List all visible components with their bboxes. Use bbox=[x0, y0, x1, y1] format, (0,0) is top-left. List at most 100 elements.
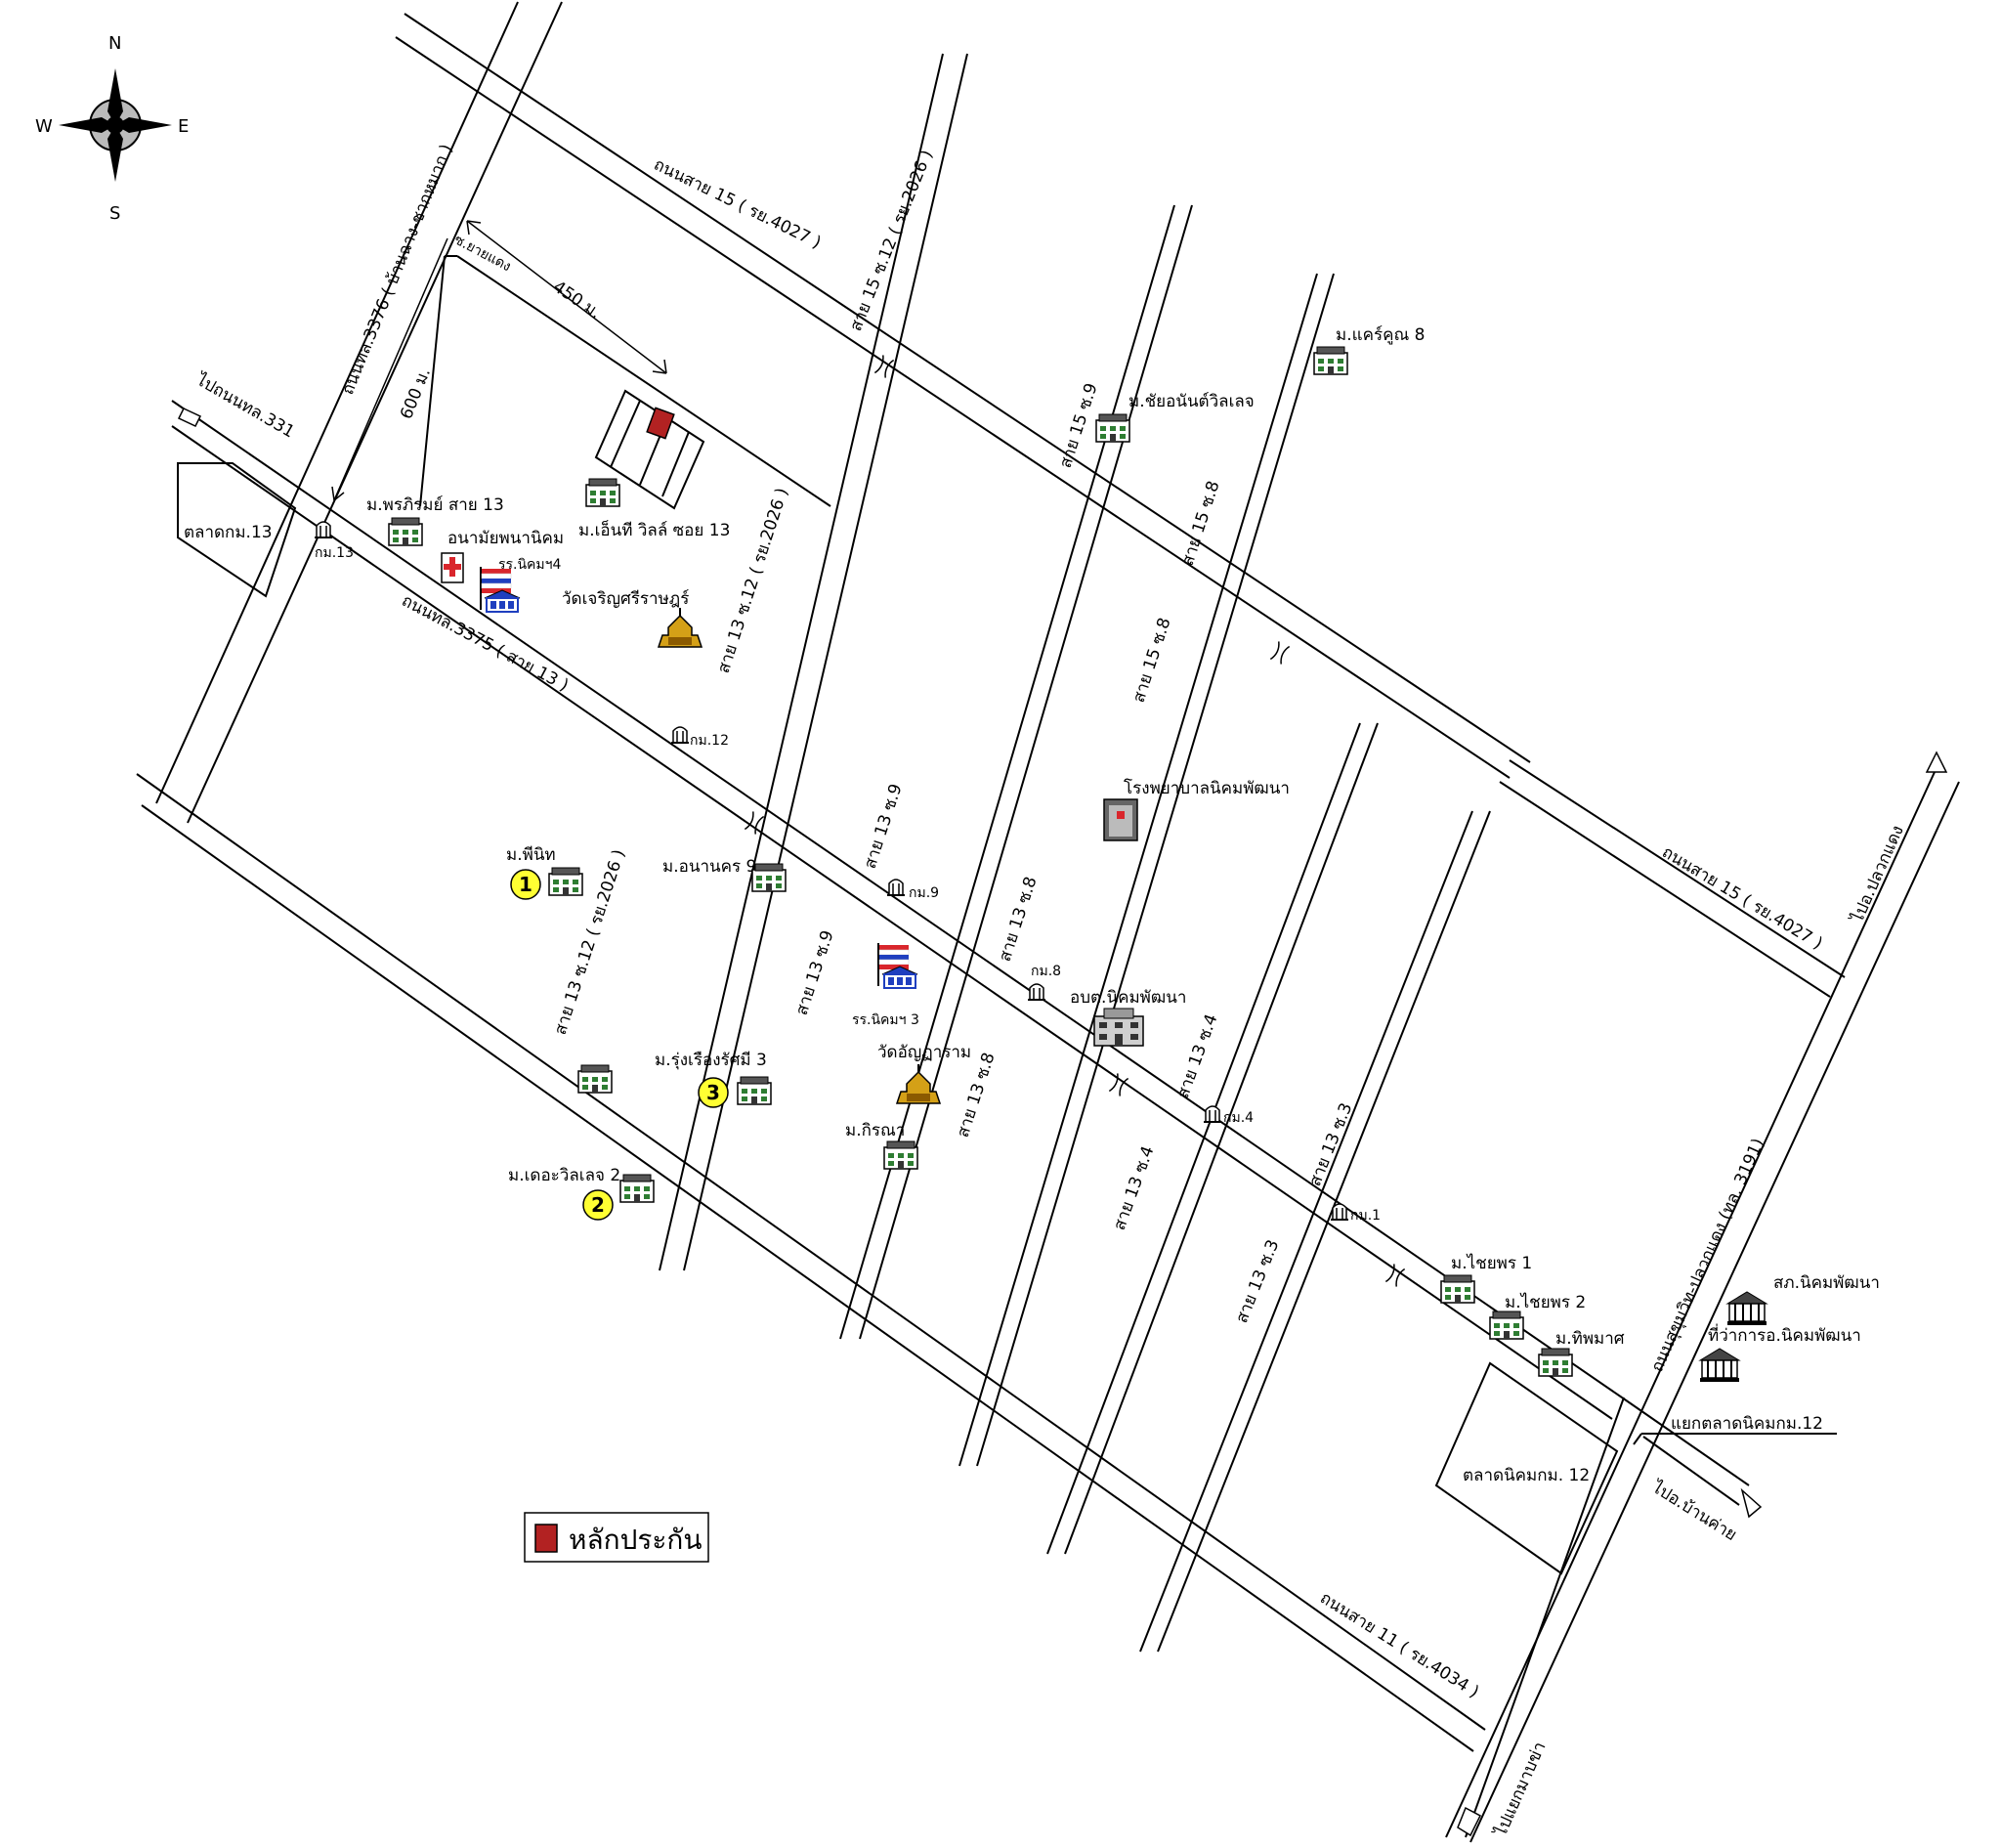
road-15-right-label: ถนนสาย 15 ( รย.4027 ) bbox=[1658, 842, 1825, 954]
badge-1-number: 1 bbox=[519, 873, 532, 896]
compass-s: S bbox=[109, 203, 120, 224]
road-13s9a-label: สาย 13 ซ.9 bbox=[861, 782, 907, 872]
temple-icon bbox=[896, 1063, 941, 1104]
arrow-to-maptaphut-icon bbox=[1457, 1806, 1481, 1837]
road-13s4b-label: สาย 13 ซ.4 bbox=[1110, 1143, 1159, 1233]
soi-yaiyaeng-label: ซ.ยายแดง bbox=[451, 232, 513, 275]
village-icon bbox=[388, 517, 423, 546]
office-icon bbox=[1093, 1008, 1144, 1047]
to-maptaphut-label: ไปแยกมาบข่า bbox=[1490, 1739, 1551, 1841]
school4-label: รร.นิคมฯ4 bbox=[498, 557, 562, 573]
chaiyaporn1-label: ม.ไชยพร 1 bbox=[1451, 1253, 1532, 1273]
compass-n: N bbox=[108, 33, 121, 54]
km-post-icon bbox=[1027, 983, 1046, 1001]
carecoon-label: ม.แคร์คูณ 8 bbox=[1336, 325, 1425, 345]
badge-1: 1 bbox=[510, 869, 541, 900]
village-icon bbox=[577, 1064, 613, 1094]
chaiyanan-label: ม.ชัยอนันต์วิลเลจ bbox=[1128, 392, 1255, 411]
dimension-450: 450 ม. bbox=[466, 220, 667, 374]
arrow-to-bankhai-icon bbox=[1740, 1487, 1763, 1519]
village-icon bbox=[737, 1076, 772, 1105]
market-12-label: ตลาดนิคมกม. 12 bbox=[1463, 1466, 1590, 1485]
badge-3-number: 3 bbox=[706, 1081, 720, 1104]
to-bankhai-label: ไปอ.บ้านค่าย bbox=[1647, 1476, 1741, 1545]
kirana-label: ม.กิรณา bbox=[845, 1121, 905, 1140]
road-15-top-label: ถนนสาย 15 ( รย.4027 ) bbox=[651, 155, 824, 253]
village-icon bbox=[619, 1174, 655, 1203]
badge-3: 3 bbox=[698, 1077, 729, 1108]
district-office-label: ที่ว่าการอ.นิคมพัฒนา bbox=[1708, 1323, 1861, 1346]
compass-e: E bbox=[178, 116, 189, 137]
junction-12-label: แยกตลาดนิคมกม.12 bbox=[1671, 1414, 1823, 1434]
road-13s8a-label: สาย 13 ซ.8 bbox=[996, 875, 1042, 965]
thevillage2-label: ม.เดอะวิลเลจ 2 bbox=[508, 1166, 620, 1185]
km-post-icon bbox=[314, 521, 333, 538]
km9-label: กม.9 bbox=[909, 885, 939, 901]
road-13s9b-label: สาย 13 ซ.9 bbox=[792, 928, 838, 1018]
anankorn-label: ม.อนานคร 9 bbox=[662, 857, 756, 877]
village-icon bbox=[585, 478, 620, 507]
road-13s8b-label: สาย 13 ซ.8 bbox=[954, 1051, 1000, 1140]
police-label: สภ.นิคมพัฒนา bbox=[1773, 1273, 1880, 1293]
pornpirom-label: ม.พรภิรมย์ สาย 13 bbox=[366, 495, 504, 515]
collateral-plot bbox=[594, 389, 705, 510]
km-post-icon bbox=[1203, 1105, 1222, 1123]
arrow-to-331-icon bbox=[177, 408, 202, 427]
police-station-icon bbox=[1726, 1291, 1767, 1326]
school3-label: รร.นิคมฯ 3 bbox=[852, 1012, 919, 1028]
chaiyaporn2-label: ม.ไชยพร 2 bbox=[1505, 1292, 1586, 1312]
road-15s8b-label: สาย 15 ซ.8 bbox=[1129, 616, 1175, 706]
phinit-label: ม.พีนิท bbox=[506, 845, 556, 865]
anamai-label: อนามัยพนานิคม bbox=[447, 529, 564, 548]
road-13s4a-label: สาย 13 ซ.4 bbox=[1173, 1011, 1222, 1101]
village-icon bbox=[751, 863, 787, 892]
village-icon bbox=[1095, 413, 1130, 443]
rungruang-label: ม.รุ่งเรืองรัศมี 3 bbox=[655, 1051, 767, 1070]
market-13-label: ตลาดกม.13 bbox=[184, 523, 273, 542]
road-13s3a-label: สาย 13 ซ.3 bbox=[1305, 1100, 1356, 1189]
watanyaram-label: วัดอัญฏาราม bbox=[877, 1043, 971, 1062]
badge-2-number: 2 bbox=[591, 1193, 605, 1217]
dimension-450-label: 450 ม. bbox=[549, 278, 604, 323]
hospital-label: โรงพยาบาลนิคมพัฒนา bbox=[1124, 778, 1290, 798]
school-icon bbox=[877, 942, 918, 989]
village-icon bbox=[1538, 1348, 1573, 1377]
road-15s9-label: สาย 15 ซ.9 bbox=[1056, 381, 1102, 471]
km-post-icon bbox=[886, 879, 906, 896]
temple-icon bbox=[658, 607, 702, 648]
legend-collateral-label: หลักประกัน bbox=[569, 1524, 702, 1556]
village-icon bbox=[1489, 1311, 1524, 1340]
road-331-label: ไปถนนทล.331 bbox=[192, 368, 299, 442]
road-network bbox=[136, 1, 1960, 1843]
obt-label: อบต.นิคมพัฒนา bbox=[1070, 988, 1186, 1008]
km1-label: กม.1 bbox=[1350, 1208, 1381, 1224]
road-11-label: ถนนสาย 11 ( รย.4034 ) bbox=[1316, 1588, 1482, 1701]
road-13s12-mid-label: สาย 13 ซ.12 ( รย.2026 ) bbox=[714, 486, 792, 676]
entwil-label: ม.เอ็นที วิลล์ ซอย 13 bbox=[578, 519, 730, 540]
hospital-icon bbox=[1103, 798, 1138, 841]
compass-rose-icon: N S E W bbox=[35, 33, 189, 224]
road-13s3b-label: สาย 13 ซ.3 bbox=[1232, 1237, 1283, 1326]
village-icon bbox=[1313, 346, 1348, 375]
culvert-crossings bbox=[744, 354, 1406, 1288]
badge-2: 2 bbox=[582, 1189, 614, 1221]
health-center-icon bbox=[441, 552, 464, 583]
km4-label: กม.4 bbox=[1223, 1110, 1254, 1126]
road-3375-label: ถนนทล.3375 ( สาย 13 ) bbox=[399, 591, 572, 696]
village-icon bbox=[883, 1140, 918, 1170]
school-icon bbox=[480, 566, 521, 613]
km-post-icon bbox=[670, 726, 690, 744]
compass-w: W bbox=[35, 116, 53, 137]
arrow-to-pluakdaeng-icon bbox=[1925, 751, 1948, 773]
km13-label: กม.13 bbox=[315, 545, 354, 561]
km12-label: กม.12 bbox=[690, 733, 729, 749]
watcharoen-label: วัดเจริญศรีราษฎร์ bbox=[562, 589, 689, 609]
thipmat-label: ม.ทิพมาศ bbox=[1555, 1329, 1625, 1349]
legend: หลักประกัน bbox=[524, 1512, 709, 1563]
district-office-icon bbox=[1699, 1348, 1740, 1383]
km8-label: กม.8 bbox=[1031, 964, 1061, 979]
village-icon bbox=[548, 867, 583, 896]
village-icon bbox=[1440, 1274, 1475, 1304]
km-post-icon bbox=[1330, 1203, 1349, 1221]
